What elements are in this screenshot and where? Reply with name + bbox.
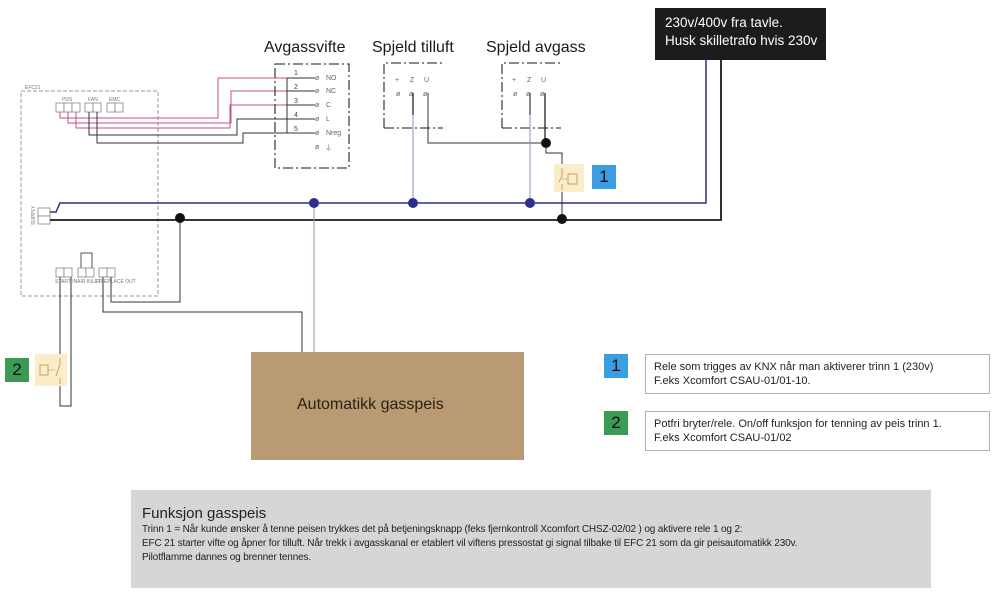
svg-text:START IN: START IN	[55, 279, 78, 285]
supply-source-label: 230v/400v fra tavle. Husk skilletrafo hv…	[655, 8, 826, 60]
svg-text:Nreg: Nreg	[326, 130, 341, 137]
emc-connector: EMC	[106, 97, 124, 113]
start-in-connector: START IN	[55, 267, 78, 285]
junction-dot	[541, 138, 551, 148]
svg-text:ø: ø	[315, 88, 320, 95]
funksjon-line: Trinn 1 = Når kunde ønsker å tenne peise…	[142, 524, 743, 535]
note-1-badge: 1	[604, 354, 628, 378]
svg-text:Z: Z	[527, 77, 532, 84]
svg-text:EMC: EMC	[109, 97, 121, 103]
relay-1	[554, 164, 584, 192]
svg-text:PDS: PDS	[62, 97, 73, 103]
supply-wires	[50, 58, 722, 407]
relay-switch-icon	[558, 168, 578, 190]
junction-dots	[175, 138, 567, 224]
junction-dot	[525, 198, 535, 208]
svg-text:NO: NO	[326, 75, 337, 82]
svg-text:ø: ø	[315, 75, 320, 82]
svg-text:Z: Z	[410, 77, 415, 84]
svg-text:C: C	[326, 102, 331, 109]
fan-connector: FAN	[84, 97, 102, 113]
note-2-badge: 2	[604, 411, 628, 435]
air-inlet-connector: AIR INLET	[77, 252, 101, 285]
svg-text:ø: ø	[315, 102, 320, 109]
funksjon-title: Funksjon gasspeis	[142, 505, 267, 522]
ground-icon: ⏚	[325, 144, 332, 152]
svg-text:2: 2	[294, 84, 298, 91]
svg-text:U: U	[424, 77, 429, 84]
spjeld-tilluft-unit: Spjeld tilluft + Z U ø ø ø	[372, 39, 546, 144]
fan-signal-wires	[59, 77, 287, 144]
note-1: Rele som trigges av KNX når man aktivere…	[645, 354, 990, 394]
automatikk-gasspeis-unit: Automatikk gasspeis	[251, 352, 524, 460]
funksjon-description: Funksjon gasspeis Trinn 1 = Når kunde øn…	[131, 490, 931, 588]
note-2: Potfri bryter/rele. On/off funksjon for …	[645, 411, 990, 451]
svg-text:AIR INLET: AIR INLET	[77, 279, 101, 285]
funksjon-line: Pilotflamme dannes og brenner tennes.	[142, 552, 312, 563]
svg-text:ø: ø	[409, 91, 414, 98]
junction-dot	[309, 198, 319, 208]
avgassvifte-unit: Avgassvifte 1 2 3 4 5 ø ø ø ø ø ø NO NC …	[264, 39, 350, 169]
automatikk-label: Automatikk gasspeis	[297, 396, 444, 413]
svg-text:+: +	[395, 77, 399, 84]
svg-text:5: 5	[294, 126, 298, 133]
svg-text:L: L	[326, 116, 330, 123]
avgassvifte-title: Avgassvifte	[264, 39, 346, 56]
svg-text:4: 4	[294, 112, 298, 119]
junction-dot	[175, 213, 185, 223]
junction-dot	[557, 214, 567, 224]
relay-2	[35, 354, 67, 386]
spjeld-tilluft-title: Spjeld tilluft	[372, 39, 454, 56]
svg-text:ø: ø	[315, 116, 320, 123]
efc21-controller: EFC21 PDS FAN EMC SUPPLY START IN	[20, 85, 159, 297]
fireplace-out-connector: FIREPLACE OUT	[96, 267, 136, 285]
junction-dot	[408, 198, 418, 208]
svg-text:3: 3	[294, 98, 298, 105]
svg-text:ø: ø	[315, 130, 320, 137]
svg-text:NC: NC	[326, 88, 336, 95]
supply-connector: SUPPLY	[31, 205, 51, 225]
relay-1-badge: 1	[592, 165, 616, 189]
efc21-label: EFC21	[25, 85, 41, 91]
spjeld-avgass-title: Spjeld avgass	[486, 39, 586, 56]
svg-text:+: +	[512, 77, 516, 84]
svg-text:ø: ø	[315, 144, 320, 151]
svg-text:ø: ø	[396, 91, 401, 98]
spjeld-avgass-unit: Spjeld avgass + Z U ø ø ø	[486, 39, 586, 143]
svg-text:ø: ø	[526, 91, 531, 98]
svg-text:ø: ø	[423, 91, 428, 98]
funksjon-line: EFC 21 starter vifte og åpner for tilluf…	[142, 538, 798, 549]
svg-text:U: U	[541, 77, 546, 84]
svg-text:ø: ø	[513, 91, 518, 98]
svg-text:FAN: FAN	[88, 97, 98, 103]
relay-2-badge: 2	[5, 358, 29, 382]
svg-text:SUPPLY: SUPPLY	[31, 205, 37, 225]
svg-text:1: 1	[294, 70, 298, 77]
relay-switch-icon	[39, 358, 61, 384]
svg-text:FIREPLACE OUT: FIREPLACE OUT	[96, 279, 136, 285]
pds-connector: PDS	[55, 97, 81, 113]
svg-text:ø: ø	[540, 91, 545, 98]
